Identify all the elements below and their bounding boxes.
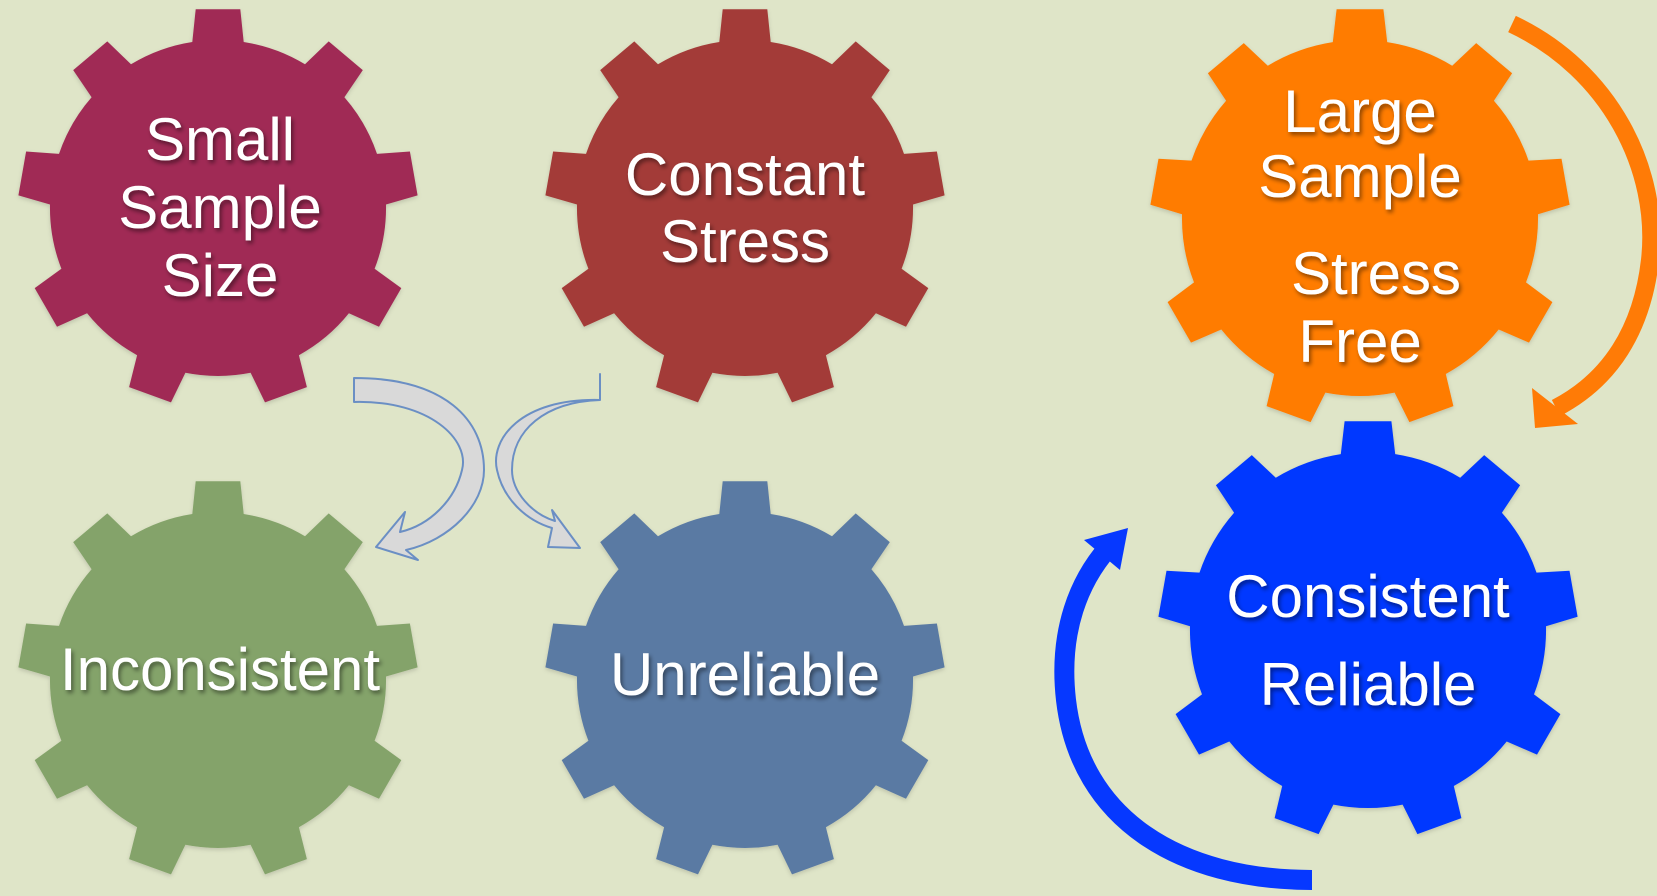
large-sample-stress-free-label: Large Sample Stress Free: [1258, 78, 1461, 375]
label-line: Small: [145, 106, 295, 173]
gear-constant-stress: [545, 9, 945, 403]
constant-stress-label: Constant Stress: [625, 141, 865, 275]
gear-unreliable: [545, 481, 945, 875]
label-line: Free: [1298, 308, 1421, 375]
label-line: Consistent: [1226, 563, 1510, 630]
blue-cycle-arrow: [1054, 528, 1313, 890]
label-line: Large: [1283, 78, 1436, 145]
curved-arrow-right-icon: [495, 373, 601, 549]
label-line: Unreliable: [610, 641, 880, 708]
gear-large-sample-stress-free: [1150, 9, 1570, 423]
gear-icon: [545, 9, 945, 403]
gear-small-sample-size: [18, 9, 418, 403]
gear-consistent-reliable: [1158, 421, 1578, 835]
curved-arrow-icon: [1054, 541, 1313, 890]
unreliable-label: Unreliable: [610, 641, 880, 708]
label-line: Stress: [1291, 240, 1461, 307]
label-line: Stress: [660, 208, 830, 275]
curved-arrow-left-icon: [353, 377, 485, 561]
gear-icon: [18, 481, 418, 875]
gear-icon: [18, 9, 418, 403]
label-line: Size: [162, 242, 279, 309]
gear-icon: [545, 481, 945, 875]
label-line: Sample: [1258, 143, 1461, 210]
small-sample-size-label: Small Sample Size: [118, 106, 321, 309]
label-line: Constant: [625, 141, 865, 208]
inconsistent-label: Inconsistent: [60, 636, 381, 703]
gear-inconsistent: [18, 481, 418, 875]
arrowhead-icon: [1532, 388, 1578, 428]
label-line: Inconsistent: [60, 636, 381, 703]
curved-arrow-icon: [1508, 15, 1657, 416]
gear-icon: [1158, 421, 1578, 835]
crossing-arrows: [353, 373, 601, 561]
label-line: Reliable: [1260, 651, 1477, 718]
gear-icon: [1150, 9, 1570, 423]
arrowhead-icon: [1084, 528, 1128, 570]
consistent-reliable-label: Consistent Reliable: [1226, 563, 1510, 718]
orange-cycle-arrow: [1508, 15, 1657, 428]
label-line: Sample: [118, 174, 321, 241]
